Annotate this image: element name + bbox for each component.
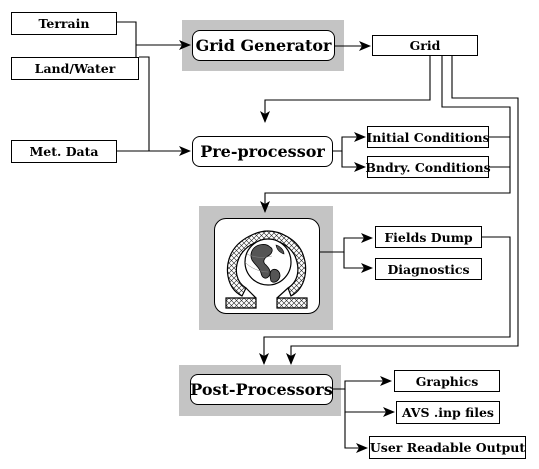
model-to-diagnostics bbox=[343, 252, 373, 273]
post-processors-box[interactable]: Post-Processors bbox=[190, 374, 333, 405]
avs-files-box[interactable]: AVS .inp files bbox=[396, 401, 500, 424]
terrain-connector bbox=[117, 21, 137, 45]
grid-to-postproc bbox=[286, 56, 519, 365]
fields-dump-box[interactable]: Fields Dump bbox=[375, 226, 482, 248]
preproc-to-initial bbox=[333, 132, 366, 152]
user-readable-output-box[interactable]: User Readable Output bbox=[369, 436, 526, 459]
diagnostics-box[interactable]: Diagnostics bbox=[375, 258, 482, 280]
land-water-box[interactable]: Land/Water bbox=[11, 57, 139, 80]
landwater-to-preproc bbox=[139, 56, 150, 151]
grid-to-preproc bbox=[260, 56, 431, 123]
preproc-to-boundary bbox=[341, 151, 366, 172]
globe-omega-icon bbox=[225, 230, 308, 309]
post-to-avs bbox=[344, 389, 395, 417]
pre-processor-box[interactable]: Pre-processor bbox=[192, 136, 333, 167]
fields-to-postproc bbox=[259, 236, 511, 365]
model-to-outputs bbox=[320, 233, 373, 253]
model-logo-panel[interactable] bbox=[214, 218, 320, 314]
grid-to-model bbox=[260, 56, 511, 213]
grid-box[interactable]: Grid bbox=[372, 35, 478, 56]
post-to-graphics bbox=[333, 376, 392, 390]
initial-conditions-box[interactable]: Initial Conditions bbox=[366, 126, 490, 148]
met-data-box[interactable]: Met. Data bbox=[11, 140, 117, 163]
terrain-box[interactable]: Terrain bbox=[11, 12, 117, 35]
boundary-conditions-box[interactable]: Bndry. Conditions bbox=[365, 156, 491, 178]
post-to-user bbox=[344, 412, 368, 453]
grid-generator-box[interactable]: Grid Generator bbox=[192, 30, 335, 61]
graphics-box[interactable]: Graphics bbox=[394, 370, 500, 392]
